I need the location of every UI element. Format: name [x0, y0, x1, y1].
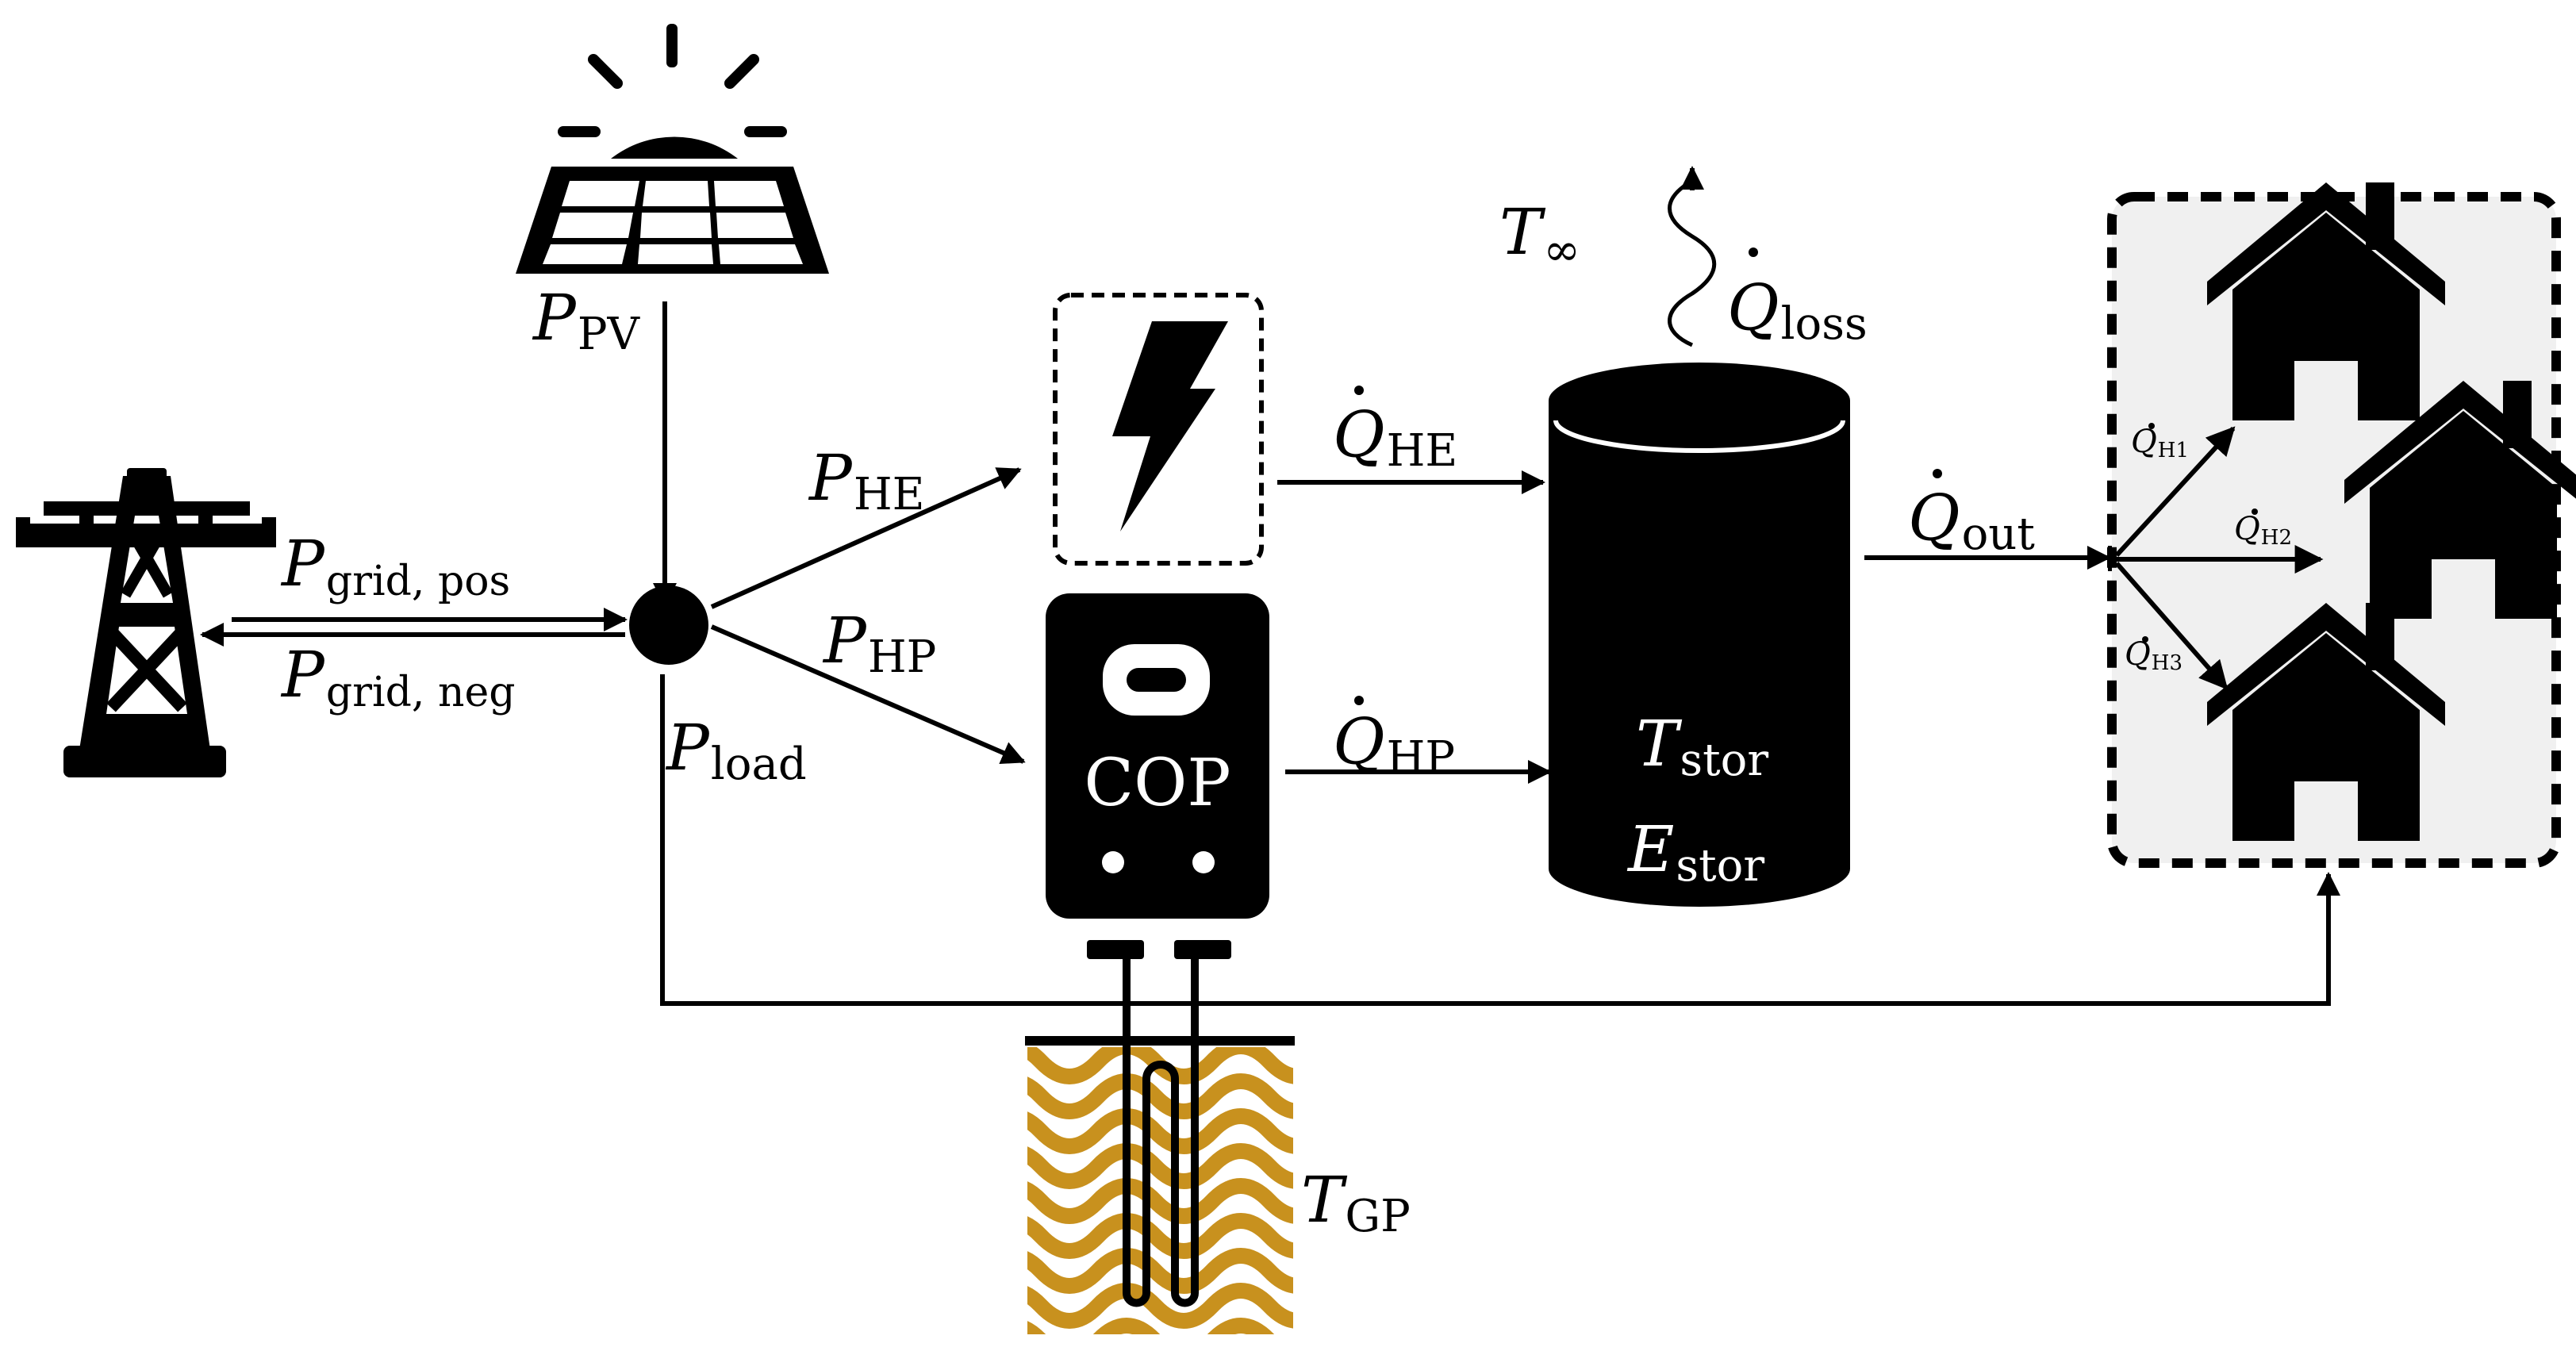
label-t-gp: TGP — [1301, 1163, 1411, 1242]
label-e-stor: Estor — [1626, 812, 1764, 892]
label-p-pv: PPV — [532, 281, 641, 360]
lightning-icon — [1112, 321, 1228, 532]
label-t-inf: T∞ — [1499, 195, 1580, 276]
label-q-h2: QH2 — [2234, 511, 2292, 550]
cop-label: COP — [1084, 746, 1230, 821]
solar-panel-icon — [516, 24, 829, 274]
label-q-loss: Qloss — [1727, 271, 1868, 350]
heat-loss-wiggle — [1668, 178, 1717, 347]
label-p-he: PHE — [808, 441, 925, 520]
storage-tank-icon — [1549, 363, 1850, 907]
power-tower-icon — [16, 468, 276, 777]
label-p-grid-neg: Pgrid, neg — [280, 638, 516, 716]
heat-pump-icon: COP — [1046, 593, 1269, 959]
load-node — [629, 585, 708, 665]
label-q-h1: QH1 — [2131, 424, 2189, 462]
qdot-marks — [1354, 248, 2258, 705]
label-q-hp: QHP — [1333, 704, 1455, 784]
label-q-he: QHE — [1333, 397, 1457, 477]
label-q-out: Qout — [1908, 481, 2035, 560]
label-p-grid-pos: Pgrid, pos — [280, 527, 510, 605]
label-t-stor: Tstor — [1636, 707, 1768, 786]
label-p-hp: PHP — [822, 604, 936, 683]
heating-element-box — [1053, 293, 1264, 566]
label-q-h3: QH3 — [2125, 636, 2182, 675]
ground-probe-icon — [1025, 959, 1295, 1334]
label-p-load: Pload — [665, 711, 807, 790]
